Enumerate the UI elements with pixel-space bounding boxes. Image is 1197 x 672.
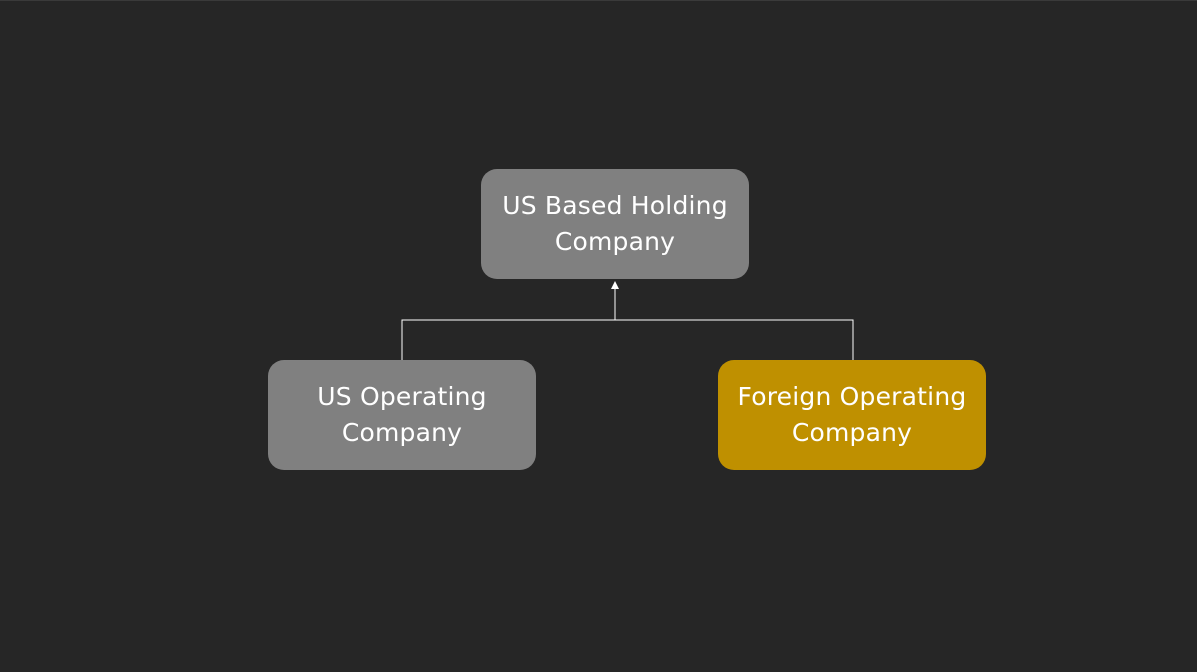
holding-label-line-2: Company <box>554 227 676 256</box>
us-based-holding-company-label: US Based Holding Company <box>502 188 728 260</box>
connector-foreign-operating-to-holding <box>615 319 854 360</box>
us-based-holding-company-box: US Based Holding Company <box>481 169 749 279</box>
foreign-operating-company-label: Foreign Operating Company <box>738 379 967 451</box>
foreign-operating-company-box: Foreign Operating Company <box>718 360 986 470</box>
foreign-operating-label-line-1: Foreign Operating <box>737 382 967 411</box>
us-operating-company-box: US Operating Company <box>268 360 536 470</box>
holding-label-line-1: US Based Holding <box>502 191 728 220</box>
us-operating-label-line-1: US Operating <box>317 382 487 411</box>
connector-us-operating-to-holding <box>401 319 615 360</box>
foreign-operating-label-line-2: Company <box>791 418 913 447</box>
us-operating-label-line-2: Company <box>341 418 463 447</box>
us-operating-company-label: US Operating Company <box>317 379 487 451</box>
